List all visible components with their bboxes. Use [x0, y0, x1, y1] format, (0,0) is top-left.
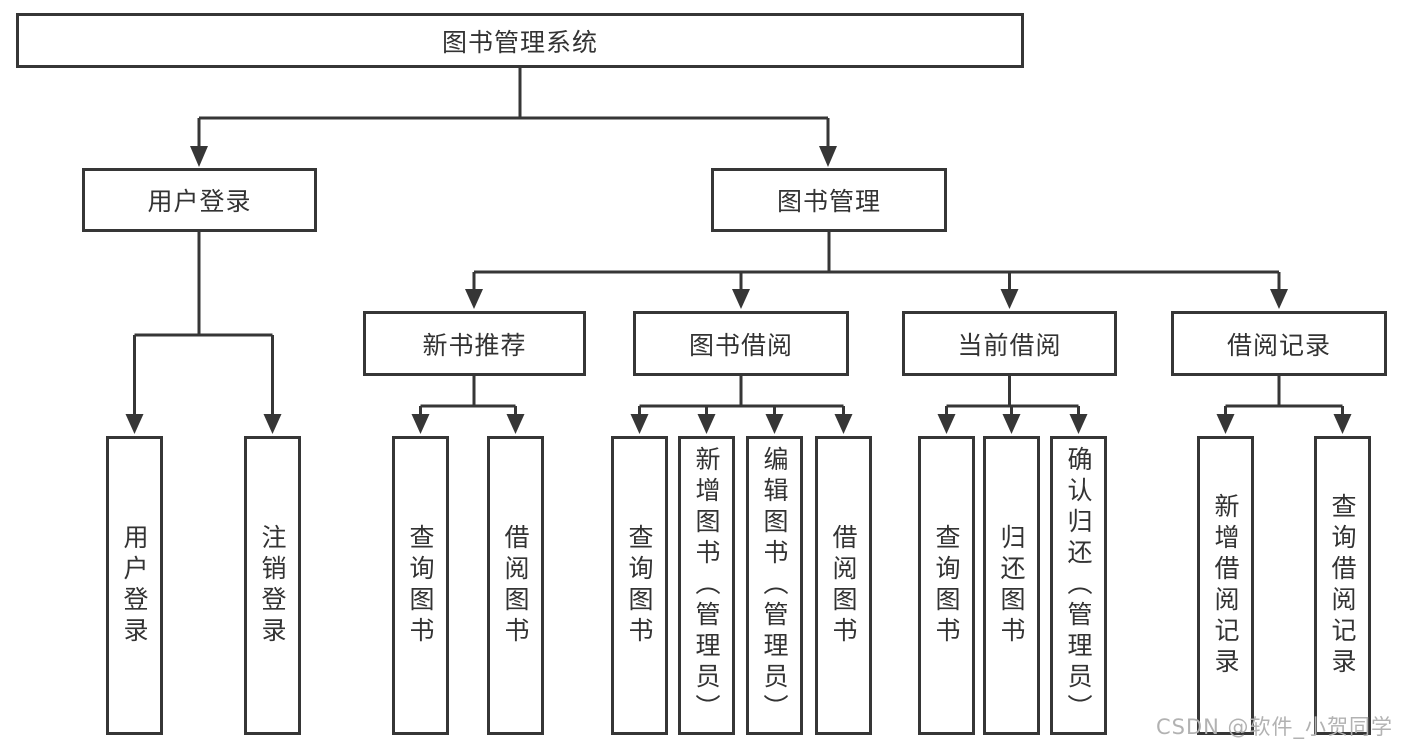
leaf-borrow-books: 借阅图书 — [815, 436, 872, 735]
arrow-down-icon — [506, 414, 525, 434]
leaf-query-books: 查询图书 — [392, 436, 449, 735]
arrow-down-icon — [819, 146, 837, 167]
arrow-down-icon — [732, 289, 750, 309]
arrow-down-icon — [1000, 289, 1019, 309]
arrow-down-icon — [465, 289, 483, 309]
arrow-down-icon — [1216, 414, 1235, 434]
arrow-down-icon — [630, 414, 649, 434]
arrow-down-icon — [834, 414, 853, 434]
arrow-down-icon — [765, 414, 784, 434]
arrow-down-icon — [263, 414, 282, 434]
connectors — [125, 66, 1352, 434]
connector-line — [638, 376, 845, 416]
node-root: 图书管理系统 — [16, 13, 1024, 68]
leaf-query-books: 查询图书 — [611, 436, 668, 735]
arrow-down-icon — [1002, 414, 1021, 434]
node-borrow-records: 借阅记录 — [1171, 311, 1387, 376]
leaf-edit-books-admin: 编辑图书（管理员） — [746, 436, 803, 735]
node-book-management: 图书管理 — [711, 168, 947, 232]
leaf-logout: 注销登录 — [244, 436, 301, 735]
leaf-query-borrow-record: 查询借阅记录 — [1314, 436, 1371, 735]
leaf-return-books: 归还图书 — [983, 436, 1040, 735]
arrow-down-icon — [1333, 414, 1352, 434]
arrow-down-icon — [411, 414, 430, 434]
node-new-book-recommend: 新书推荐 — [363, 311, 586, 376]
node-book-borrow: 图书借阅 — [633, 311, 849, 376]
connector-line — [472, 232, 1281, 290]
arrow-down-icon — [125, 414, 144, 434]
connector-line — [945, 376, 1080, 416]
leaf-borrow-books: 借阅图书 — [487, 436, 544, 735]
arrow-down-icon — [697, 414, 716, 434]
leaf-user-login: 用户登录 — [106, 436, 163, 735]
connector-line — [1224, 376, 1344, 416]
leaf-add-books-admin: 新增图书（管理员） — [678, 436, 735, 735]
node-user-login: 用户登录 — [82, 168, 317, 232]
arrow-down-icon — [1069, 414, 1088, 434]
leaf-query-books: 查询图书 — [918, 436, 975, 735]
connector-line — [419, 376, 517, 416]
node-current-borrow: 当前借阅 — [902, 311, 1117, 376]
leaf-confirm-return-admin: 确认归还（管理员） — [1050, 436, 1107, 735]
arrow-down-icon — [1270, 289, 1288, 309]
connector-line — [197, 66, 830, 148]
arrow-down-icon — [190, 146, 208, 167]
watermark: CSDN @软件_小贺同学 — [1156, 715, 1394, 739]
connector-line — [133, 232, 274, 415]
arrow-down-icon — [937, 414, 956, 434]
leaf-add-borrow-record: 新增借阅记录 — [1197, 436, 1254, 735]
